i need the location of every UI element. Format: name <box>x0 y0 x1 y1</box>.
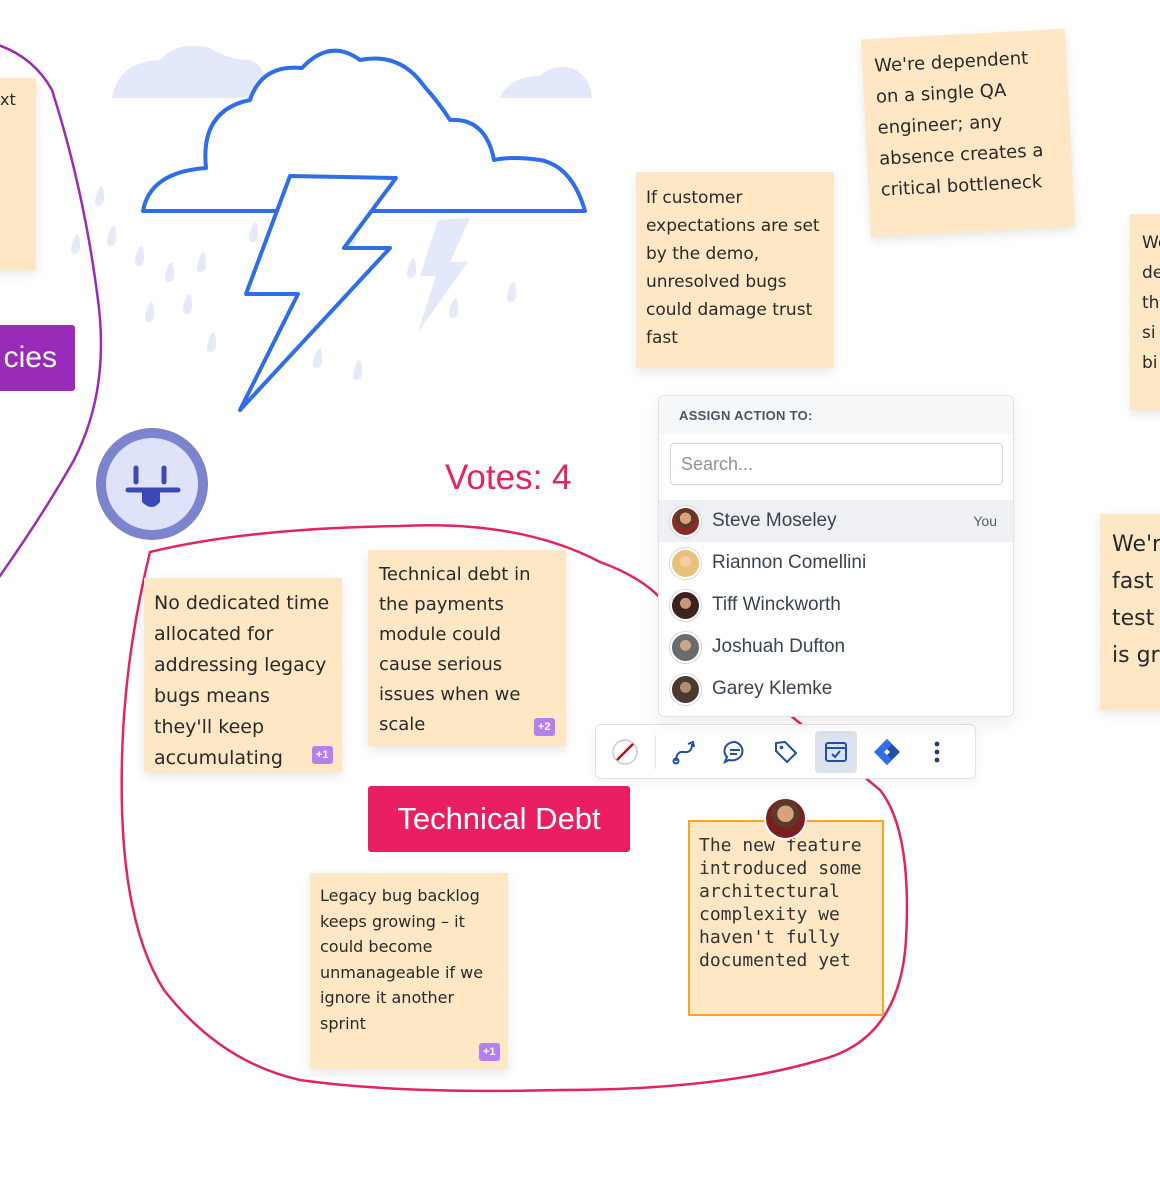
action-item-icon[interactable] <box>815 730 857 773</box>
sticky-note-text: Legacy bug backlog keeps growing – it co… <box>320 886 484 1033</box>
comment-icon[interactable] <box>714 731 756 773</box>
sticky-note-line: test <box>1112 606 1155 631</box>
avatar <box>670 673 701 705</box>
assignee-option[interactable]: Tiff Winckworth <box>659 584 1013 626</box>
no-color-icon[interactable] <box>604 731 646 773</box>
sticky-note-text: Technical debt in the payments module co… <box>379 564 531 735</box>
assignee-option[interactable]: Steve Moseley You <box>659 500 1013 542</box>
assignee-option[interactable]: Joshuah Dufton <box>659 626 1013 668</box>
assignee-name: Garey Klemke <box>712 678 833 699</box>
avatar <box>670 589 701 621</box>
sticky-note-text: If customer expectations are set by the … <box>646 188 820 348</box>
group-label-text: cies <box>3 341 57 374</box>
assignee-search-input[interactable] <box>670 443 1003 485</box>
sticky-note-line: bi <box>1142 353 1158 373</box>
assignee-option[interactable]: Riannon Comellini <box>659 542 1013 584</box>
background-cloud-right <box>500 67 592 98</box>
sticky-note-line: is gr <box>1112 643 1160 668</box>
background-cloud-left <box>112 45 268 98</box>
more-options-icon[interactable] <box>916 731 958 773</box>
group-label-purple[interactable]: cies <box>0 325 75 391</box>
group-outline-technical-debt <box>120 524 909 1093</box>
assignee-name: Riannon Comellini <box>712 552 867 573</box>
vote-count-badge[interactable]: +1 <box>479 1043 500 1061</box>
assignee-list: Steve Moseley You Riannon Comellini Tiff… <box>659 500 1013 710</box>
votes-count-label: Votes: 4 <box>445 458 572 497</box>
lightning-shadow <box>418 218 470 332</box>
jira-icon[interactable] <box>866 731 908 773</box>
sticky-note-partial-right-top[interactable]: We de th si bi <box>1130 214 1160 410</box>
storm-cloud <box>141 48 587 213</box>
vote-count-badge[interactable]: +2 <box>534 718 555 736</box>
sticky-note-text: No dedicated time allocated for addressi… <box>154 592 330 769</box>
assign-action-header: ASSIGN ACTION TO: <box>659 396 1013 434</box>
emoji-features-icon <box>125 465 181 507</box>
group-label-technical-debt[interactable]: Technical Debt <box>368 786 630 852</box>
avatar <box>670 505 701 537</box>
current-user-tag: You <box>973 513 997 529</box>
assign-action-panel: ASSIGN ACTION TO: Steve Moseley You Rian… <box>658 395 1014 717</box>
sticky-note-line: fast <box>1112 569 1154 594</box>
sticky-note-text: We're dependent on a single QA engineer;… <box>873 47 1044 201</box>
sticky-note-toolbar <box>595 724 976 779</box>
connector-icon[interactable] <box>664 731 706 773</box>
sticky-note-partial-left[interactable]: xt <box>0 78 36 270</box>
sticky-note-text: The new feature introduced some architec… <box>699 835 862 971</box>
sticky-note[interactable]: Technical debt in the payments module co… <box>368 550 566 746</box>
selected-sticky-note[interactable]: The new feature introduced some architec… <box>688 820 884 1016</box>
tongue-out-emoji-sticker[interactable] <box>96 428 208 540</box>
group-outline-purple <box>0 44 103 579</box>
assignee-name: Steve Moseley <box>712 510 837 531</box>
assignee-avatar[interactable] <box>764 797 807 840</box>
tag-icon[interactable] <box>765 731 807 773</box>
sticky-note-line: We <box>1142 233 1160 253</box>
sticky-note-text: xt <box>0 90 16 109</box>
vote-count-badge[interactable]: +1 <box>312 746 333 764</box>
assignee-option[interactable]: Garey Klemke <box>659 668 1013 710</box>
avatar <box>670 547 701 579</box>
sticky-note-line: si <box>1142 323 1156 343</box>
emoji-face <box>106 438 198 530</box>
toolbar-divider <box>654 734 656 769</box>
sticky-note[interactable]: No dedicated time allocated for addressi… <box>144 578 342 772</box>
assignee-name: Tiff Winckworth <box>712 594 841 615</box>
sticky-note-partial-right-mid[interactable]: We'r fast test is gr <box>1100 514 1160 710</box>
sticky-note-line: We'r <box>1112 532 1160 557</box>
group-label-text: Technical Debt <box>397 801 601 836</box>
sticky-note-line: th <box>1142 293 1160 313</box>
lightning-bolt <box>238 174 398 412</box>
sticky-note[interactable]: We're dependent on a single QA engineer;… <box>860 28 1076 238</box>
sticky-note[interactable]: If customer expectations are set by the … <box>636 172 834 368</box>
avatar <box>670 631 701 663</box>
sticky-note[interactable]: Legacy bug backlog keeps growing – it co… <box>310 873 508 1069</box>
sticky-note-line: de <box>1142 263 1160 283</box>
assignee-name: Joshuah Dufton <box>712 636 846 657</box>
